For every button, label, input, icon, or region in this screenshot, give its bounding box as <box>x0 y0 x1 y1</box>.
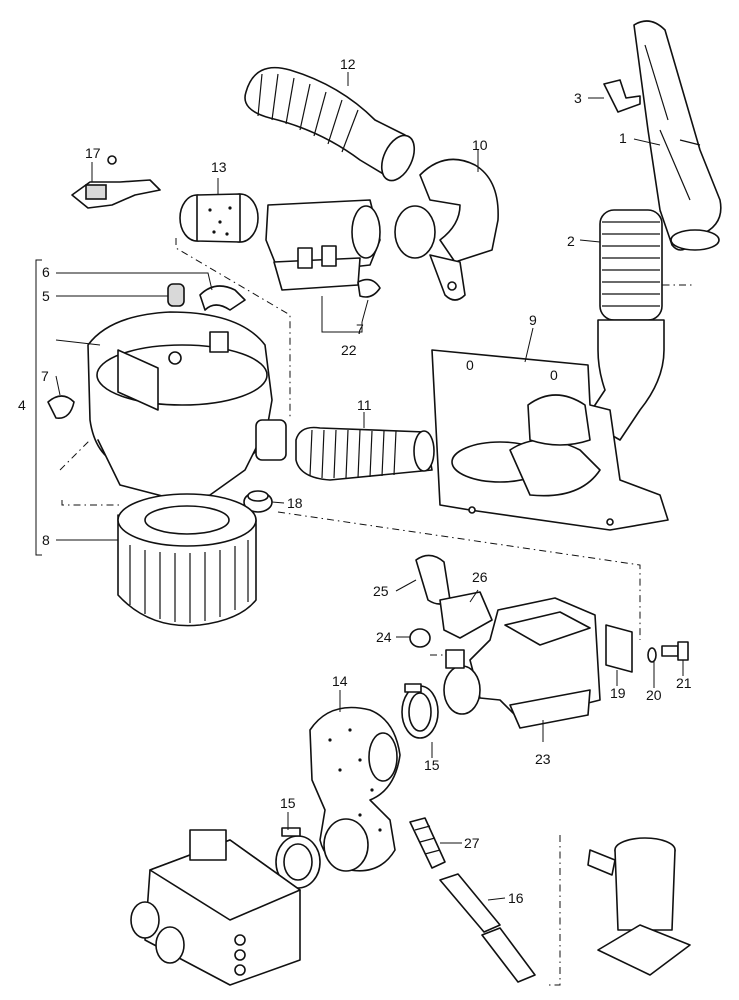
pipe-fitting <box>587 837 691 976</box>
callout-11: 11 <box>357 397 372 413</box>
intake-boot-part-14 <box>309 706 401 872</box>
plug-part-5 <box>167 283 185 307</box>
cap-part-24 <box>409 628 431 648</box>
assembly-guide-lines <box>59 205 695 986</box>
clip-part-7-left <box>47 395 75 419</box>
bracket-item-4 <box>35 259 42 556</box>
callout-13: 13 <box>211 159 227 175</box>
boot-part-25 <box>415 554 451 605</box>
washer-part-20 <box>647 647 657 663</box>
nipple-part-27 <box>409 817 446 869</box>
callout-26: 26 <box>472 569 488 585</box>
plate-marking-right: 0 <box>550 367 558 383</box>
callout-7-left: 7 <box>41 368 49 384</box>
callout-1: 1 <box>619 130 627 146</box>
intake-duct-part-1 <box>633 20 722 251</box>
throttle-body <box>130 829 301 986</box>
strap-part-6 <box>199 285 246 311</box>
callout-21: 21 <box>676 675 692 691</box>
gasket-part-19 <box>605 624 633 673</box>
callout-9: 9 <box>529 312 537 328</box>
air-filter-housing-part-4 <box>87 311 287 499</box>
bracket-part-17 <box>71 155 161 209</box>
callout-2: 2 <box>567 233 575 249</box>
callout-19: 19 <box>610 685 626 701</box>
callout-20: 20 <box>646 687 662 703</box>
airflow-meter-part-23 <box>443 597 601 729</box>
bracket-item-22 <box>321 296 363 333</box>
callout-24: 24 <box>376 629 392 645</box>
corrugated-hose-part-11 <box>295 426 435 481</box>
plate-marking-left: 0 <box>466 357 474 373</box>
connector-part-26 <box>439 591 493 639</box>
callout-15-lower: 15 <box>280 795 296 811</box>
callout-15-upper: 15 <box>424 757 440 773</box>
leader-lines <box>55 72 684 901</box>
valve-housing-part-22 <box>265 199 381 291</box>
callout-5: 5 <box>42 288 50 304</box>
callout-14: 14 <box>332 673 348 689</box>
filter-sleeve-part-13 <box>179 193 259 243</box>
callout-16: 16 <box>508 890 524 906</box>
corrugated-hose-part-2 <box>584 209 665 441</box>
callout-23: 23 <box>535 751 551 767</box>
hose-part-16 <box>439 873 536 983</box>
callout-numbers: 1 2 3 4 5 6 7 7 8 9 10 11 12 13 14 15 15… <box>18 56 692 906</box>
callout-6: 6 <box>42 264 50 280</box>
callout-8: 8 <box>42 532 50 548</box>
callout-10: 10 <box>472 137 488 153</box>
filter-element-part-8 <box>117 493 257 627</box>
elbow-part-10 <box>394 158 499 301</box>
callout-4: 4 <box>18 397 26 413</box>
clip-part-7-upper <box>357 278 381 298</box>
callout-17: 17 <box>85 145 101 161</box>
callout-25: 25 <box>373 583 389 599</box>
hose-clamp-part-15-upper <box>401 683 439 739</box>
callout-18: 18 <box>287 495 303 511</box>
bolt-part-21 <box>661 641 689 661</box>
callout-27: 27 <box>464 835 480 851</box>
callout-3: 3 <box>574 90 582 106</box>
hose-clamp-part-15-lower <box>275 827 321 889</box>
callout-12: 12 <box>340 56 356 72</box>
callout-7-upper: 7 <box>356 321 364 337</box>
heat-shield-plate-part-9: 0 0 <box>431 349 669 531</box>
clip-part-3 <box>603 79 641 113</box>
corrugated-hose-part-12 <box>244 66 416 182</box>
callout-22: 22 <box>341 342 357 358</box>
